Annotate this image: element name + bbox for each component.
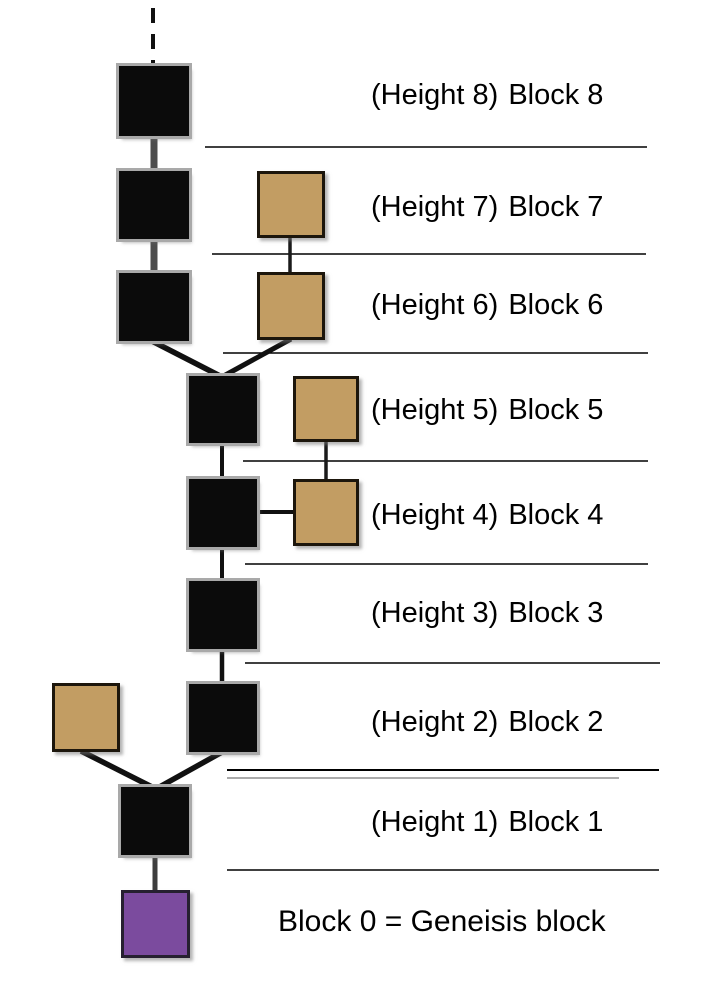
block-7-node	[116, 168, 192, 242]
block-5-node	[186, 373, 260, 446]
label-height6: (Height 6) Block 6	[371, 285, 603, 325]
orphan-block-height6-node	[257, 272, 325, 340]
block-8-node	[116, 63, 192, 139]
block-4-node	[186, 476, 260, 550]
orphan-block-height2-node	[52, 683, 120, 752]
height-label-text: (Height 2)	[371, 706, 499, 738]
block-label-text: Block 4	[508, 499, 604, 531]
label-height7: (Height 7) Block 7	[371, 187, 603, 227]
diagonal-orphan2-block1	[79, 748, 160, 793]
block-label-text: Block 6	[508, 289, 604, 321]
height-label-text: (Height 6)	[371, 289, 499, 321]
label-height4: (Height 4) Block 4	[371, 495, 603, 535]
diagonal-block2-block1	[152, 748, 226, 793]
block-label-text: Block 8	[508, 79, 604, 111]
height-label-text: (Height 4)	[371, 499, 499, 531]
block-label-text: Block 1	[508, 806, 604, 838]
block-label-text: Block 7	[508, 191, 604, 223]
label-height2: (Height 2) Block 2	[371, 702, 603, 742]
block-2-node	[186, 681, 260, 755]
height-label-text: (Height 8)	[371, 79, 499, 111]
height-label-text: (Height 1)	[371, 806, 499, 838]
label-height8: (Height 8) Block 8	[371, 75, 603, 115]
block-label-text: Block 3	[508, 597, 604, 629]
height-label-text: (Height 3)	[371, 597, 499, 629]
height-label-text: (Height 5)	[371, 394, 499, 426]
block-1-node	[118, 784, 192, 858]
label-height1: (Height 1) Block 1	[371, 802, 603, 842]
label-height5: (Height 5) Block 5	[371, 390, 603, 430]
label-height3: (Height 3) Block 3	[371, 593, 603, 633]
block-label-text: Block 2	[508, 706, 604, 738]
height-label-text: (Height 7)	[371, 191, 499, 223]
diagonal-block6-block5	[146, 336, 226, 381]
genesis-block-label: Block 0 = Geneisis block	[278, 905, 606, 938]
block-label-text: Block 5	[508, 394, 604, 426]
orphan-block-height5-node	[293, 376, 359, 442]
orphan-block-height7-node	[257, 171, 325, 238]
block-6-node	[116, 270, 192, 344]
diagonal-orphan6-block5	[218, 336, 293, 381]
orphan-block-height4-node	[293, 479, 359, 546]
genesis-block-node	[121, 890, 190, 958]
block-3-node	[186, 578, 260, 652]
